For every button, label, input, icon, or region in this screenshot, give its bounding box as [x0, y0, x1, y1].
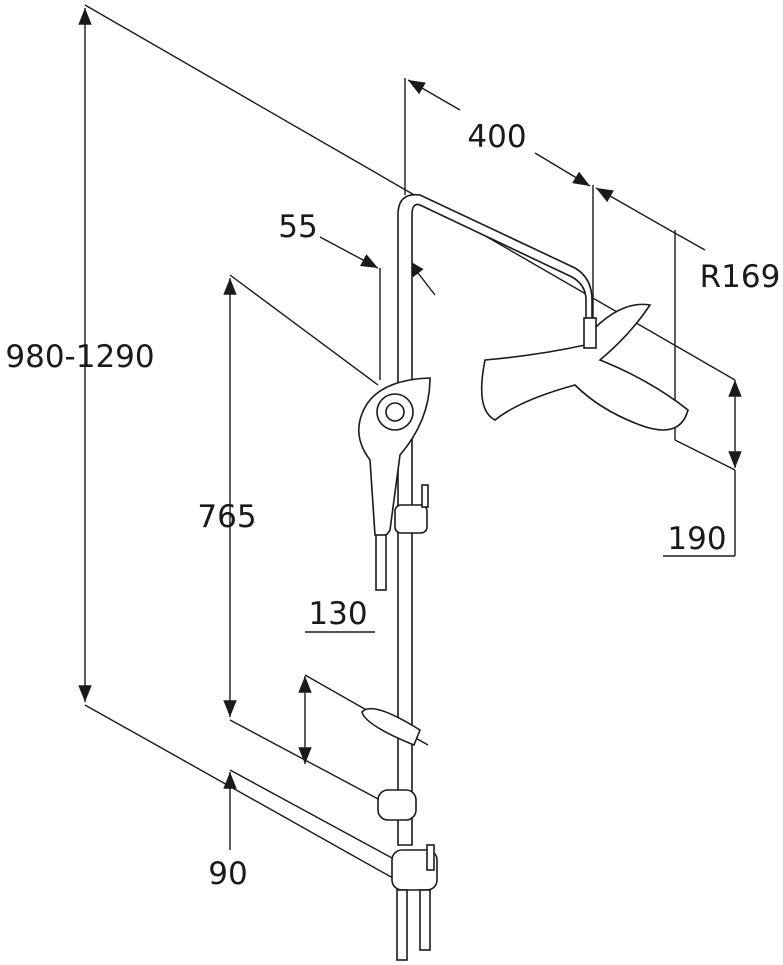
mixer-body	[391, 849, 438, 891]
hand-shower-nozzles	[376, 393, 414, 431]
dim-head-radius: R169	[700, 259, 781, 295]
dim-holder-offset: 130	[308, 596, 367, 632]
riser-pipe	[397, 193, 593, 846]
hand-shower-hose	[375, 534, 387, 591]
mixer-knob	[426, 844, 435, 871]
overhead-shower-head	[480, 303, 689, 431]
dim-wall-offset: 55	[278, 209, 317, 245]
shower-arm-connector	[583, 317, 597, 349]
inlet-pipe-left	[396, 889, 408, 961]
dim-head-height: 190	[667, 521, 726, 557]
inlet-pipe-right	[419, 889, 431, 951]
wall-bracket-middle	[361, 707, 421, 747]
shower-product	[357, 193, 689, 961]
dim-total-height: 980-1290	[5, 339, 154, 375]
dim-bottom-offset: 90	[208, 856, 247, 892]
dim-hand-shower-height: 765	[197, 499, 256, 535]
slide-holder	[394, 504, 428, 534]
dim-arm-length: 400	[467, 119, 526, 155]
bottom-bracket	[377, 789, 417, 821]
slide-holder-knob	[421, 484, 429, 508]
